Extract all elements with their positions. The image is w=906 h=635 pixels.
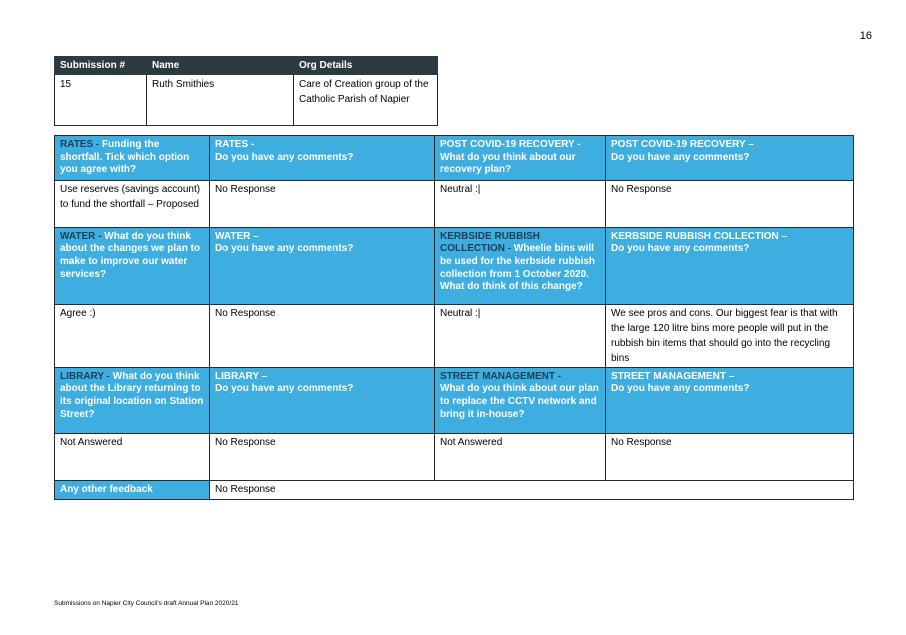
- topic-question: Do you have any comments?: [215, 383, 354, 395]
- topic-key: POST COVID-19 RECOVERY: [611, 139, 746, 150]
- page-number: 16: [859, 30, 872, 42]
- topic-key: STREET MANAGEMENT: [440, 370, 555, 382]
- topic-question: Do you have any comments?: [215, 151, 354, 163]
- answer-rates-option: Use reserves (savings account) to fund t…: [54, 179, 210, 228]
- topic-separator: -: [248, 139, 255, 150]
- topic-kerbside-change: KERBSIDE RUBBISH COLLECTION - Wheelie bi…: [434, 226, 606, 305]
- feedback-table: RATES - Funding the shortfall. Tick whic…: [54, 135, 854, 501]
- topic-separator: -: [505, 243, 514, 255]
- submitter-row: 15 Ruth Smithies Care of Creation group …: [54, 74, 438, 126]
- answer-covid-recovery: Neutral :|: [434, 179, 606, 228]
- topic-separator: –: [726, 370, 735, 382]
- topic-street-cctv: STREET MANAGEMENT - What do you think ab…: [434, 366, 606, 434]
- section-header-row: LIBRARY - What do you think about the Li…: [54, 366, 854, 434]
- topic-separator: -: [103, 370, 113, 382]
- topic-covid-recovery: POST COVID-19 RECOVERY - What do you thi…: [434, 135, 606, 181]
- answer-water-changes: Agree :): [54, 303, 210, 368]
- topic-question: What do you think about our plan to repl…: [440, 383, 599, 420]
- topic-question: Do you have any comments?: [611, 151, 750, 163]
- topic-library-location: LIBRARY - What do you think about the Li…: [54, 366, 210, 434]
- topic-key: WATER: [215, 230, 251, 242]
- topic-library-comments: LIBRARY – Do you have any comments?: [209, 366, 435, 434]
- topic-separator: –: [778, 230, 788, 242]
- topic-question: Do you have any comments?: [611, 243, 750, 255]
- answer-rates-comments: No Response: [209, 179, 435, 228]
- topic-separator: –: [745, 139, 754, 150]
- other-feedback-row: Any other feedback No Response: [54, 479, 854, 501]
- other-feedback-answer: No Response: [209, 479, 854, 501]
- topic-key: WATER: [60, 230, 96, 242]
- topic-separator: -: [95, 230, 105, 242]
- topic-key: LIBRARY: [215, 370, 259, 382]
- topic-rates-comments: RATES - Do you have any comments?: [209, 135, 435, 181]
- submission-number: 15: [54, 74, 147, 126]
- section-answer-row: Use reserves (savings account) to fund t…: [54, 179, 854, 228]
- topic-rates-option: RATES - Funding the shortfall. Tick whic…: [54, 135, 210, 181]
- answer-kerbside-comments: We see pros and cons. Our biggest fear i…: [605, 303, 854, 368]
- answer-covid-comments: No Response: [605, 179, 854, 228]
- topic-question: What do you think about our recovery pla…: [440, 151, 576, 176]
- topic-water-comments: WATER – Do you have any comments?: [209, 226, 435, 305]
- topic-key: KERBSIDE RUBBISH COLLECTION: [440, 230, 541, 255]
- page-footer: Submissions on Napier City Council's dra…: [54, 600, 239, 607]
- submission-number-header: Submission #: [54, 56, 147, 75]
- org-details: Care of Creation group of the Catholic P…: [293, 74, 438, 126]
- section-answer-row: Not Answered No Response Not Answered No…: [54, 432, 854, 481]
- topic-key: POST COVID-19 RECOVERY: [440, 139, 575, 150]
- topic-key: STREET MANAGEMENT: [611, 370, 726, 382]
- topic-kerbside-comments: KERBSIDE RUBBISH COLLECTION – Do you hav…: [605, 226, 854, 305]
- topic-key: RATES: [60, 139, 94, 150]
- submitter-header-row: Submission # Name Org Details: [54, 56, 438, 75]
- topic-question: Do you have any comments?: [611, 383, 750, 395]
- answer-street-cctv: Not Answered: [434, 432, 606, 481]
- topic-question: Wheelie bins will be used for the kerbsi…: [440, 243, 596, 293]
- topic-separator: -: [574, 139, 581, 150]
- topic-separator: –: [250, 230, 259, 242]
- section-answer-row: Agree :) No Response Neutral :| We see p…: [54, 303, 854, 368]
- topic-key: KERBSIDE RUBBISH COLLECTION: [611, 230, 779, 242]
- topic-street-comments: STREET MANAGEMENT – Do you have any comm…: [605, 366, 854, 434]
- org-details-header: Org Details: [293, 56, 438, 75]
- topic-key: LIBRARY: [60, 370, 104, 382]
- answer-water-comments: No Response: [209, 303, 435, 368]
- section-header-row: WATER - What do you think about the chan…: [54, 226, 854, 305]
- topic-separator: -: [93, 139, 103, 150]
- other-feedback-label: Any other feedback: [54, 479, 210, 501]
- topic-question: Funding the shortfall. Tick which option…: [60, 139, 190, 176]
- answer-library-comments: No Response: [209, 432, 435, 481]
- topic-question: What do you think about the changes we p…: [60, 230, 201, 280]
- name-header: Name: [146, 56, 294, 75]
- topic-separator: -: [555, 370, 562, 382]
- answer-kerbside-change: Neutral :|: [434, 303, 606, 368]
- submitter-table: Submission # Name Org Details 15 Ruth Sm…: [54, 56, 438, 126]
- topic-water-changes: WATER - What do you think about the chan…: [54, 226, 210, 305]
- section-header-row: RATES - Funding the shortfall. Tick whic…: [54, 135, 854, 181]
- answer-street-comments: No Response: [605, 432, 854, 481]
- topic-question: What do you think about the Library retu…: [60, 370, 204, 420]
- topic-question: Do you have any comments?: [215, 243, 354, 255]
- submitter-name: Ruth Smithies: [146, 74, 294, 126]
- topic-key: RATES: [215, 139, 249, 150]
- answer-library-location: Not Answered: [54, 432, 210, 481]
- topic-covid-comments: POST COVID-19 RECOVERY – Do you have any…: [605, 135, 854, 181]
- topic-separator: –: [258, 370, 268, 382]
